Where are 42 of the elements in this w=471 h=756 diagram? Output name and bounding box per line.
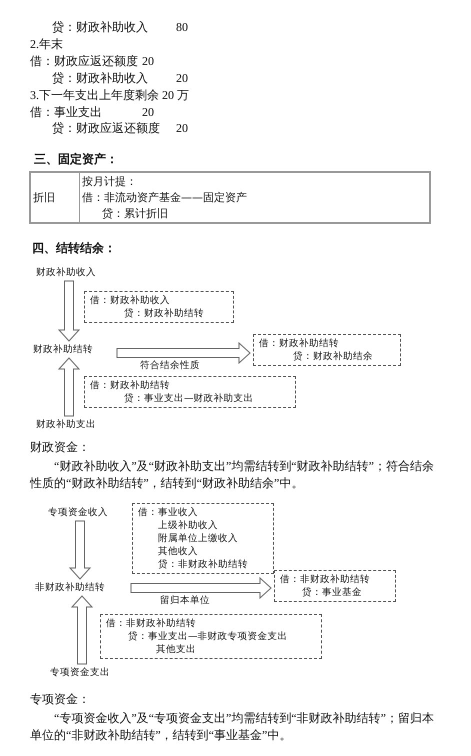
amount: 20 xyxy=(142,105,154,120)
entry-box: 借：财政补助收入 贷：财政补助结转 xyxy=(84,291,234,323)
entry-box: 借：事业收入 上级补助收入 附属单位上缴收入 其他收入 贷：非财政补助结转 xyxy=(132,503,274,574)
journal-entry-line: 贷：财政补助收入 xyxy=(52,20,148,35)
amount: 80 xyxy=(176,20,188,35)
step-heading: 3.下一年支出上年度剩余 20 万 xyxy=(30,88,189,103)
block-arrow xyxy=(68,520,92,580)
paragraph: “专项资金收入”及“专项资金支出”均需结转到“非财政补助结转”；留归本单位的“非财政补助结转”，结转到“事业基金”中。 xyxy=(30,710,435,744)
entry-box: 借：财政补助结转 贷：事业支出—财政补助支出 xyxy=(84,376,296,408)
journal-entry-line: 借：事业支出 xyxy=(30,105,102,120)
entry-box: 借：非财政补助结转 贷：事业基金 xyxy=(274,570,396,602)
table-text: 贷：累计折旧 xyxy=(102,206,168,221)
edge-label: 符合结余性质 xyxy=(140,359,200,372)
account-label: 专项资金支出 xyxy=(50,666,110,679)
amount: 20 xyxy=(176,121,188,136)
section-heading: 三、固定资产： xyxy=(34,152,118,167)
entry-box: 借：财政补助结转 贷：财政补助结余 xyxy=(253,334,401,366)
journal-entry-line: 借：财政应返还额度 xyxy=(30,54,138,69)
block-arrow xyxy=(58,357,80,416)
account-label: 财政补助支出 xyxy=(36,418,96,431)
amount: 20 xyxy=(176,71,188,86)
paragraph: “财政补助收入”及“财政补助支出”均需结转到“财政补助结转”；符合结余性质的“财政补助结转”，结转到“财政补助结余”中。 xyxy=(30,458,435,492)
block-arrow xyxy=(130,576,272,600)
account-label: 财政补助收入 xyxy=(36,266,96,279)
table-text: 折旧 xyxy=(33,190,55,205)
section-heading: 四、结转结余： xyxy=(32,241,116,256)
entry-box: 借：非财政补助结转 贷：事业支出—非财政专项资金支出 其他支出 xyxy=(100,614,322,659)
subheading: 专项资金： xyxy=(30,692,90,707)
journal-entry-line: 贷：财政应返还额度 xyxy=(52,121,160,136)
table-text: 借：非流动资产基金——固定资产 xyxy=(82,190,247,205)
block-arrow xyxy=(116,342,251,364)
account-label: 专项资金收入 xyxy=(48,506,108,519)
journal-entry-line: 贷：财政补助收入 xyxy=(52,71,148,86)
edge-label: 留归本单位 xyxy=(160,594,210,607)
step-heading: 2.年末 xyxy=(30,37,63,52)
amount: 20 xyxy=(142,54,154,69)
subheading: 财政资金： xyxy=(30,440,90,455)
block-arrow xyxy=(70,595,94,664)
block-arrow xyxy=(58,280,80,342)
table-text: 按月计提： xyxy=(82,174,137,189)
account-label: 财政补助结转 xyxy=(33,343,93,356)
account-label: 非财政补助结转 xyxy=(35,581,105,594)
